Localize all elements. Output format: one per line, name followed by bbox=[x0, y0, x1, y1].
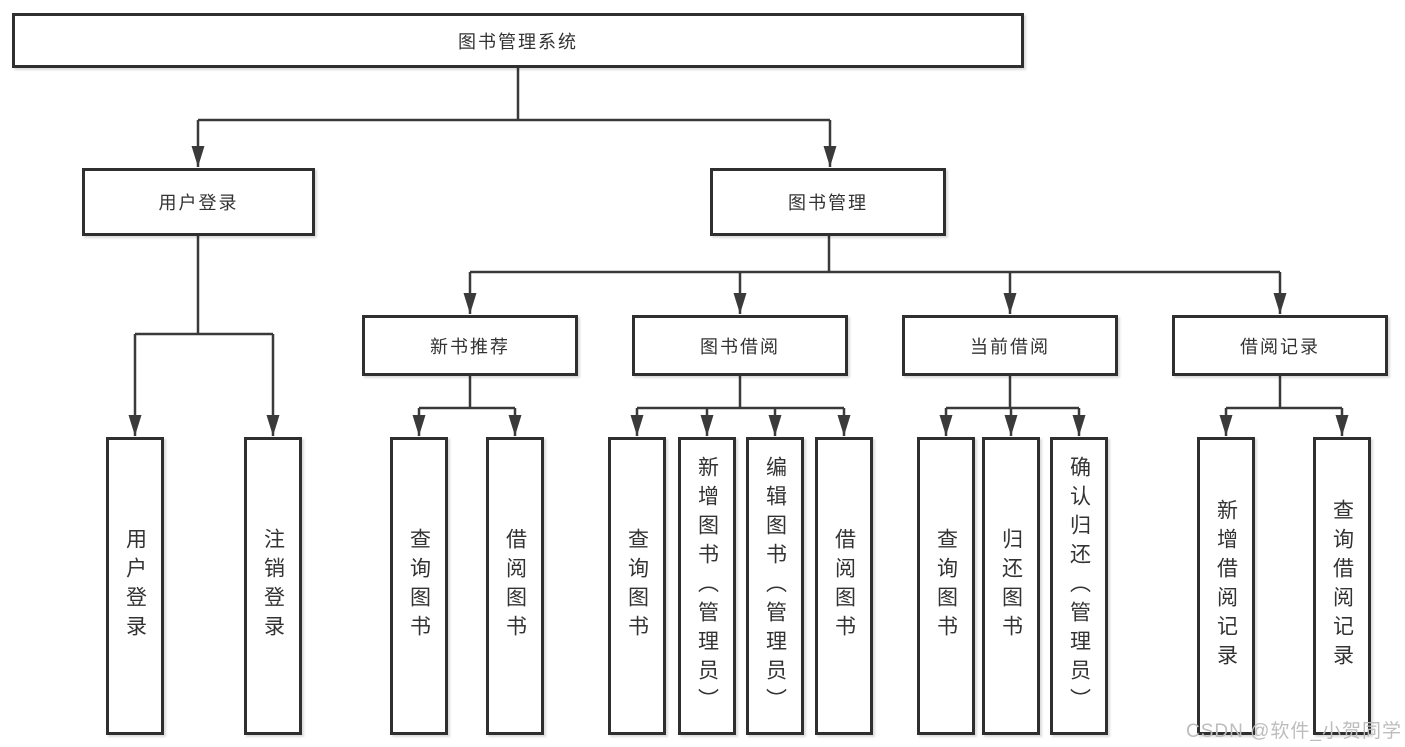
node-query-books-borrowing: 查询图书 bbox=[608, 437, 666, 735]
node-label: 确认归还（管理员） bbox=[1067, 455, 1091, 717]
node-label: 新增借阅记录 bbox=[1214, 499, 1238, 673]
node-book-management: 图书管理 bbox=[710, 168, 946, 236]
node-edit-books-admin: 编辑图书（管理员） bbox=[746, 437, 804, 735]
node-label: 用户登录 bbox=[123, 528, 147, 644]
node-borrowing-records: 借阅记录 bbox=[1172, 315, 1388, 376]
node-label: 借阅图书 bbox=[832, 528, 856, 644]
node-label: 查询借阅记录 bbox=[1330, 499, 1354, 673]
node-return-books: 归还图书 bbox=[982, 437, 1040, 735]
node-add-borrowing-record: 新增借阅记录 bbox=[1197, 437, 1255, 735]
node-new-book-recommendation: 新书推荐 bbox=[362, 315, 578, 376]
node-library-management-system: 图书管理系统 bbox=[12, 13, 1024, 68]
node-current-borrowing: 当前借阅 bbox=[902, 315, 1118, 376]
node-add-books-admin: 新增图书（管理员） bbox=[678, 437, 736, 735]
node-logout-leaf: 注销登录 bbox=[244, 437, 302, 735]
node-user-login-leaf: 用户登录 bbox=[106, 437, 164, 735]
node-confirm-return-admin: 确认归还（管理员） bbox=[1050, 437, 1108, 735]
node-label: 查询图书 bbox=[934, 528, 958, 644]
node-label: 归还图书 bbox=[999, 528, 1023, 644]
node-label: 注销登录 bbox=[261, 528, 285, 644]
node-label: 新增图书（管理员） bbox=[695, 455, 719, 717]
node-borrow-books-borrowing: 借阅图书 bbox=[815, 437, 873, 735]
node-book-borrowing: 图书借阅 bbox=[632, 315, 848, 376]
node-user-login: 用户登录 bbox=[82, 168, 315, 236]
node-query-books-current: 查询图书 bbox=[917, 437, 975, 735]
node-query-borrowing-record: 查询借阅记录 bbox=[1313, 437, 1371, 735]
node-label: 查询图书 bbox=[407, 528, 431, 644]
node-query-books-recommend: 查询图书 bbox=[390, 437, 448, 735]
node-label: 查询图书 bbox=[625, 528, 649, 644]
node-label: 编辑图书（管理员） bbox=[763, 455, 787, 717]
node-borrow-books-recommend: 借阅图书 bbox=[486, 437, 544, 735]
watermark: CSDN @软件_小贺同学 bbox=[1186, 721, 1402, 742]
node-label: 借阅图书 bbox=[503, 528, 527, 644]
